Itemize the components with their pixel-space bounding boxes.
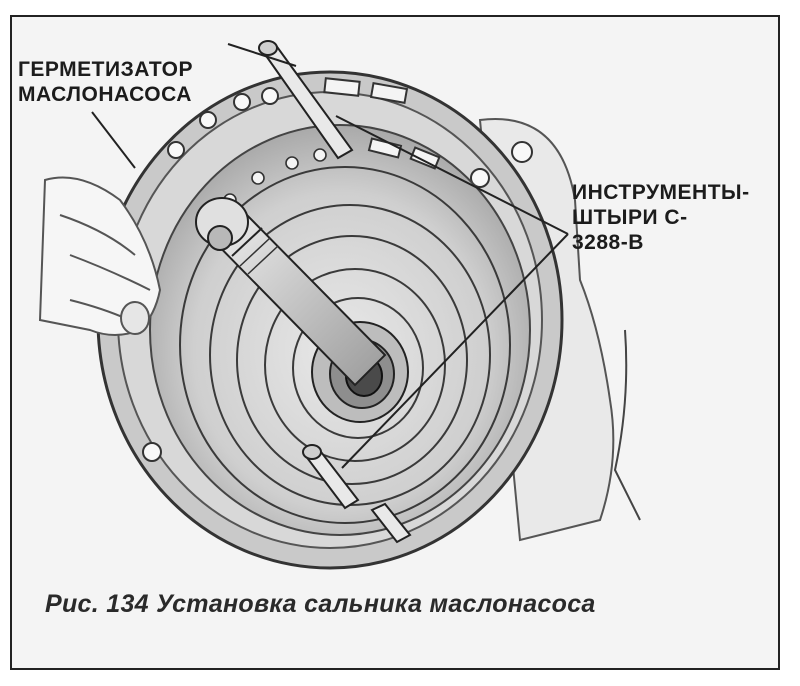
tools-label-line-2: ШТЫРИ С- [572, 206, 688, 229]
tools-label-line-1: ИНСТРУМЕНТЫ- [572, 181, 750, 204]
housing-bolt-hole [511, 141, 533, 163]
input-shaft [195, 197, 387, 387]
seal-label: ГЕРМЕТИЗАТОР МАСЛОНАСОСА [18, 57, 193, 107]
tools-label-line-3: 3288-В [572, 231, 644, 254]
tool-pin-bottom [302, 444, 412, 544]
tools-label: ИНСТРУМЕНТЫ- ШТЫРИ С- 3288-В [572, 180, 750, 255]
technician-hand [38, 176, 162, 336]
leader-lines [91, 43, 569, 469]
figure-caption: Рис. 134 Установка сальника маслонасоса [45, 590, 596, 618]
pump-slots [323, 77, 441, 170]
seal-label-line-2: МАСЛОНАСОСА [18, 83, 192, 106]
tool-pin-top [258, 40, 354, 160]
seal-label-line-1: ГЕРМЕТИЗАТОР [18, 58, 193, 81]
housing-contour [613, 329, 641, 521]
